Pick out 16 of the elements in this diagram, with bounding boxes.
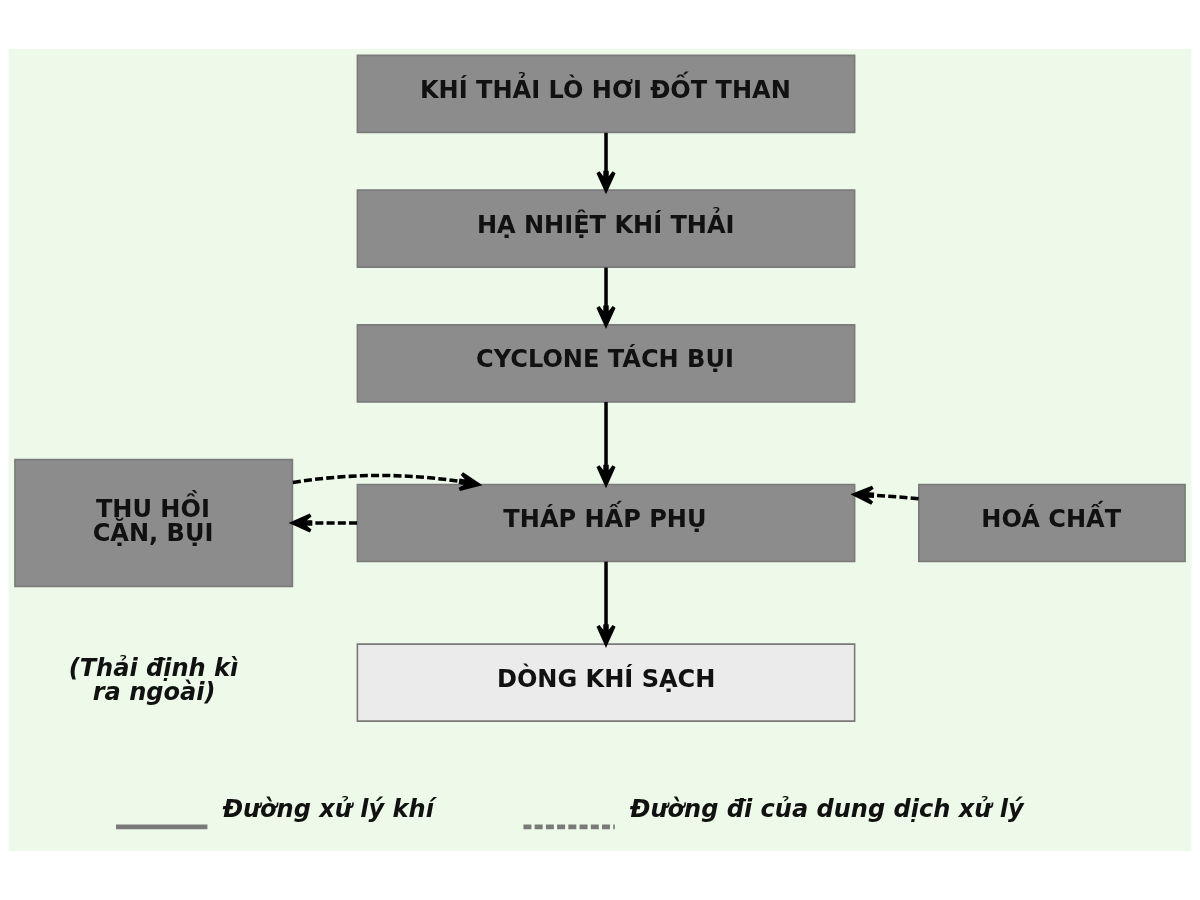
- node-box: HẠ NHIỆT KHÍ THẢI: [356, 189, 856, 268]
- node-box: CYCLONE TÁCH BỤI: [356, 324, 856, 403]
- legend-label: Đường đi của dung dịch xử lý: [630, 794, 1024, 823]
- arrow: [291, 513, 358, 533]
- node-box: DÒNG KHÍ SẠCH: [356, 643, 856, 722]
- arrow: [596, 267, 616, 327]
- node-box: THU HỒI CẶN, BỤI: [14, 458, 294, 588]
- node-box: THÁP HẤP PHỤ: [356, 483, 856, 563]
- arrow: [596, 402, 616, 486]
- node-box: KHÍ THẢI LÒ HƠI ĐỐT THAN: [356, 54, 856, 134]
- arrow: [596, 132, 616, 192]
- arrow: [596, 561, 616, 646]
- node-box: HOÁ CHẤT: [918, 483, 1186, 563]
- arrow: [292, 471, 480, 492]
- node-label: (Thải định kì ra ngoài): [68, 654, 239, 707]
- arrow: [852, 485, 919, 505]
